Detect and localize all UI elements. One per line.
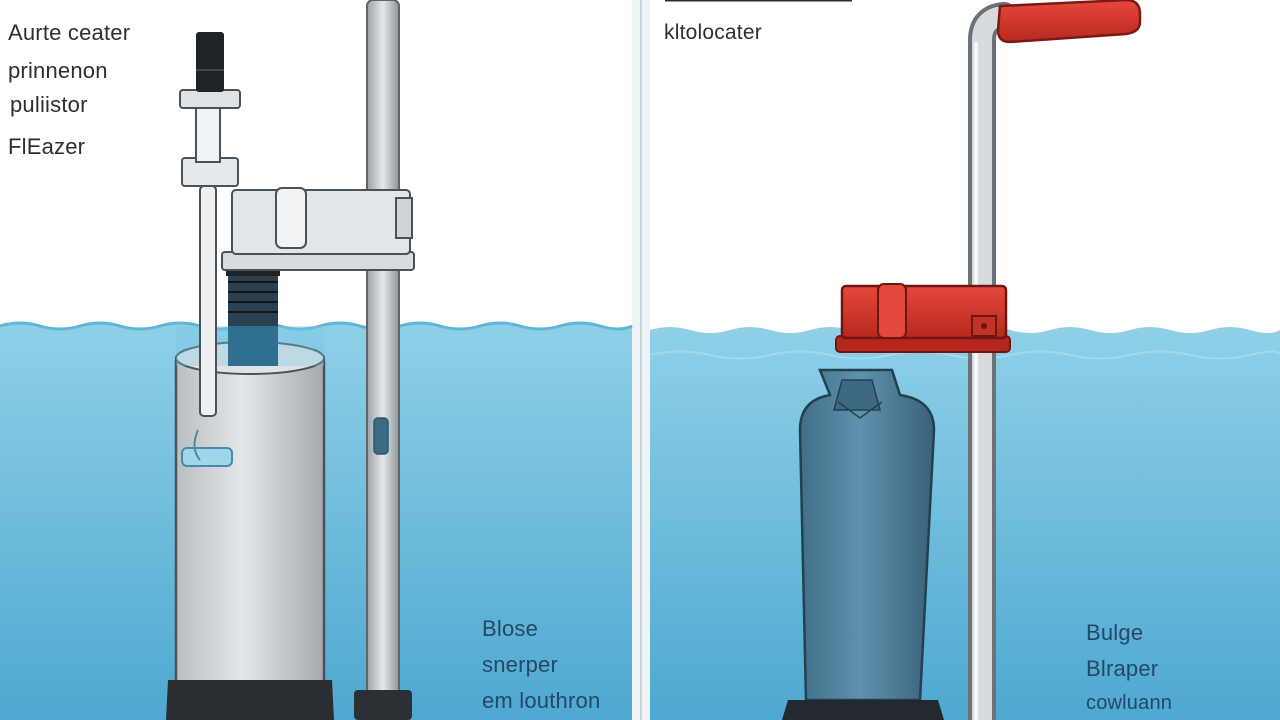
left-label-3: puliistor	[10, 92, 88, 117]
left-caption-3: em louthron	[482, 688, 601, 713]
right-water	[649, 327, 1280, 720]
left-device	[166, 0, 415, 720]
right-caption-3: cowluann	[1086, 692, 1173, 714]
right-title: kltolocater	[664, 21, 762, 44]
left-label-1: Aurte ceater	[8, 20, 131, 45]
right-device	[782, 0, 1142, 720]
right-caption-2: Blraper	[1086, 656, 1159, 681]
right-caption-1: Bulge	[1086, 620, 1144, 645]
left-caption-1: Blose	[482, 616, 539, 641]
left-label-2: prinnenon	[8, 58, 108, 83]
left-caption-2: snerper	[482, 652, 558, 677]
left-label-4: FlEazer	[8, 134, 86, 159]
